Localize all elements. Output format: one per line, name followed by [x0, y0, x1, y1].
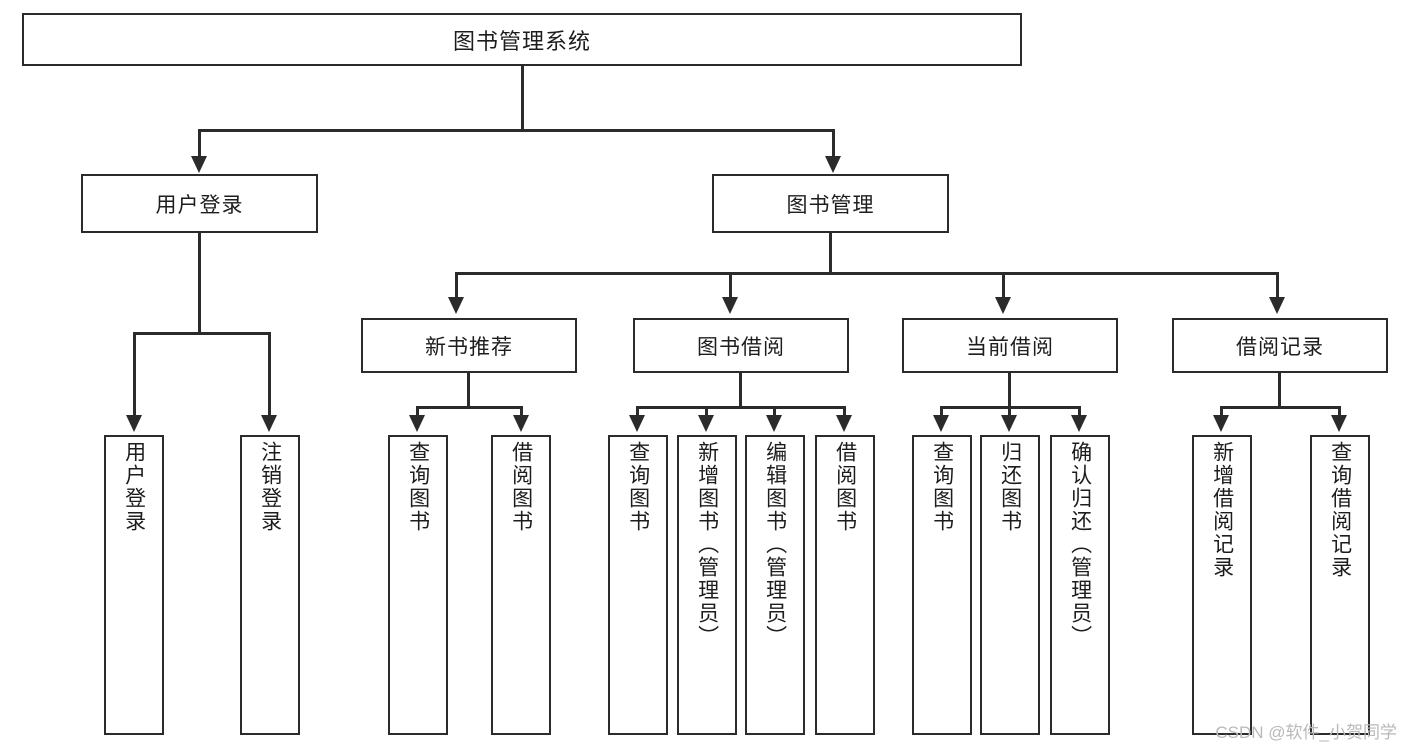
node-label: 确认归还（管理员）	[1068, 441, 1092, 648]
node-leaf-edit-book[interactable]: 编辑图书（管理员）	[745, 435, 805, 735]
connector-book-manage-to-borrow-record	[1276, 272, 1279, 300]
node-label: 借阅图书	[509, 441, 533, 533]
connector-book-manage-trunk	[829, 233, 832, 275]
connector-book-borrow-trunk	[739, 373, 742, 409]
connector-user-login-left-drop	[133, 332, 136, 418]
arrow-book-borrow-to-borrow-book	[836, 415, 852, 432]
node-current-borrow[interactable]: 当前借阅	[902, 318, 1118, 373]
connector-root-to-book-manage	[832, 129, 835, 159]
connector-current-borrow-trunk	[1008, 373, 1011, 409]
node-borrow-record[interactable]: 借阅记录	[1172, 318, 1388, 373]
node-user-login[interactable]: 用户登录	[81, 174, 318, 233]
connector-user-login-split-bar	[133, 332, 271, 335]
node-leaf-user-login[interactable]: 用户登录	[104, 435, 164, 735]
connector-current-borrow-drop-2	[1008, 406, 1011, 418]
node-label: 新书推荐	[425, 335, 513, 359]
node-leaf-query-book-3[interactable]: 查询图书	[912, 435, 972, 735]
node-label: 编辑图书（管理员）	[763, 441, 787, 648]
arrow-user-login-to-leaf-user-login	[126, 415, 142, 432]
node-label: 借阅记录	[1236, 335, 1324, 359]
node-label: 归还图书	[998, 441, 1022, 533]
node-label: 查询图书	[930, 441, 954, 533]
node-leaf-logout-login[interactable]: 注销登录	[240, 435, 300, 735]
connector-new-book-split-bar	[416, 406, 523, 409]
node-leaf-borrow-book-2[interactable]: 借阅图书	[815, 435, 875, 735]
connector-book-manage-to-current-borrow	[1002, 272, 1005, 300]
connector-new-book-right-drop	[520, 406, 523, 418]
node-label: 新增图书（管理员）	[695, 441, 719, 648]
node-leaf-return-book[interactable]: 归还图书	[980, 435, 1040, 735]
node-leaf-query-book-1[interactable]: 查询图书	[388, 435, 448, 735]
arrow-user-login-to-leaf-logout-login	[261, 415, 277, 432]
arrow-current-borrow-to-return-book	[1001, 415, 1017, 432]
node-label: 用户登录	[155, 193, 244, 217]
node-label: 当前借阅	[966, 335, 1054, 359]
node-label: 用户登录	[122, 441, 146, 533]
arrow-book-borrow-to-query-book	[629, 415, 645, 432]
node-root-book-management-system[interactable]: 图书管理系统	[22, 13, 1022, 66]
arrow-borrow-record-to-add-record	[1213, 415, 1229, 432]
connector-current-borrow-drop-3	[1078, 406, 1081, 418]
connector-user-login-right-drop	[268, 332, 271, 418]
arrow-current-borrow-to-confirm-return	[1071, 415, 1087, 432]
connector-book-borrow-drop-2	[705, 406, 708, 418]
node-book-borrow[interactable]: 图书借阅	[633, 318, 849, 373]
connector-book-borrow-split-bar	[636, 406, 846, 409]
arrow-book-manage-to-current-borrow	[995, 297, 1011, 314]
connector-root-to-user-login	[198, 129, 201, 159]
node-book-management[interactable]: 图书管理	[712, 174, 949, 233]
arrow-book-manage-to-book-borrow	[722, 297, 738, 314]
node-label: 图书管理系统	[452, 28, 591, 54]
connector-book-manage-to-book-borrow	[729, 272, 732, 300]
node-label: 查询图书	[406, 441, 430, 533]
node-label: 新增借阅记录	[1210, 441, 1234, 579]
arrow-borrow-record-to-query-record	[1331, 415, 1347, 432]
node-label: 借阅图书	[833, 441, 857, 533]
connector-borrow-record-left-drop	[1220, 406, 1223, 418]
connector-new-book-left-drop	[416, 406, 419, 418]
node-leaf-confirm-return[interactable]: 确认归还（管理员）	[1050, 435, 1110, 735]
node-leaf-query-record[interactable]: 查询借阅记录	[1310, 435, 1370, 735]
connector-book-manage-split-bar	[455, 272, 1279, 275]
node-new-book-recommend[interactable]: 新书推荐	[361, 318, 577, 373]
connector-user-login-trunk	[198, 233, 201, 335]
connector-book-manage-to-new-book	[455, 272, 458, 300]
arrow-root-to-user-login	[191, 156, 207, 173]
connector-borrow-record-split-bar	[1220, 406, 1341, 409]
node-leaf-query-book-2[interactable]: 查询图书	[608, 435, 668, 735]
arrow-new-book-to-borrow-book	[513, 415, 529, 432]
node-leaf-add-book[interactable]: 新增图书（管理员）	[677, 435, 737, 735]
arrow-book-manage-to-new-book	[448, 297, 464, 314]
arrow-book-borrow-to-add-book	[698, 415, 714, 432]
connector-root-trunk	[521, 66, 524, 131]
node-label: 查询借阅记录	[1328, 441, 1352, 579]
arrow-book-borrow-to-edit-book	[766, 415, 782, 432]
arrow-current-borrow-to-query-book	[933, 415, 949, 432]
node-leaf-borrow-book-1[interactable]: 借阅图书	[491, 435, 551, 735]
node-label: 注销登录	[258, 441, 282, 533]
node-leaf-add-record[interactable]: 新增借阅记录	[1192, 435, 1252, 735]
connector-book-borrow-drop-1	[636, 406, 639, 418]
arrow-book-manage-to-borrow-record	[1269, 297, 1285, 314]
node-label: 查询图书	[626, 441, 650, 533]
node-label: 图书借阅	[697, 335, 785, 359]
connector-new-book-trunk	[467, 373, 470, 409]
arrow-new-book-to-query-book	[409, 415, 425, 432]
connector-borrow-record-trunk	[1278, 373, 1281, 409]
connector-root-split-bar	[198, 129, 835, 132]
connector-borrow-record-right-drop	[1338, 406, 1341, 418]
node-label: 图书管理	[786, 193, 875, 217]
connector-current-borrow-drop-1	[940, 406, 943, 418]
connector-book-borrow-drop-4	[843, 406, 846, 418]
watermark-text: CSDN @软件_小贺同学	[1215, 723, 1397, 742]
arrow-root-to-book-manage	[825, 156, 841, 173]
connector-book-borrow-drop-3	[773, 406, 776, 418]
